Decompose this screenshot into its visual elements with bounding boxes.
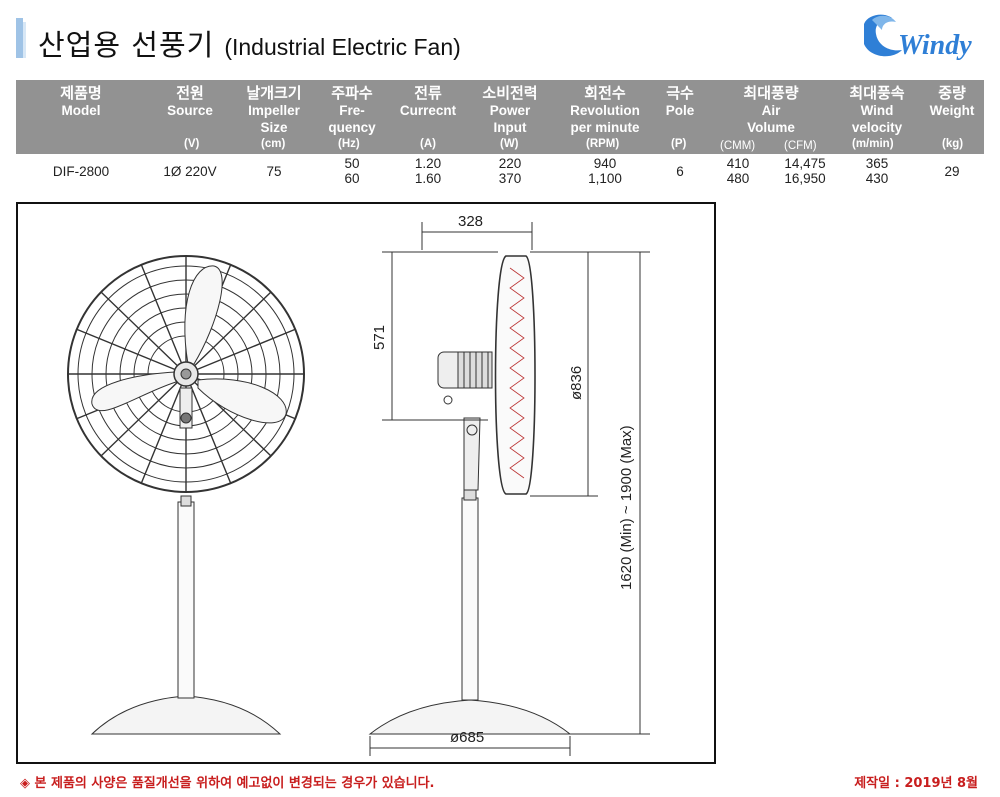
unit-impeller: (cm) [261,138,286,150]
logo-text: Windy [898,30,972,61]
cell-cmm-1: 410 [726,156,750,171]
cell-source: 1Ø 220V [163,164,217,179]
spec-change-notice: ◈ 본 제품의 사양은 품질개선을 위하여 예고없이 변경되는 경우가 있습니다… [20,776,435,791]
unit-frequency: (Hz) [338,138,360,150]
production-date: 제작일 : 2019년 8월 [854,776,978,791]
unit-rpm: (RPM) [586,138,620,150]
dim-base: ø685 [450,729,484,746]
cell-power-1: 220 [498,156,522,171]
dimension-lines [369,222,650,756]
cell-current-2: 1.60 [414,171,442,186]
cell-model: DIF-2800 [52,164,110,179]
unit-velocity: (m/min) [852,138,894,150]
unit-source: (V) [184,138,200,150]
title-accent-bar [16,18,23,58]
cell-velocity-1: 365 [865,156,889,171]
title-english: (Industrial Electric Fan) [224,34,461,60]
cell-impeller: 75 [266,164,282,179]
cell-frequency-2: 60 [344,171,360,186]
dim-depth: 328 [458,213,483,230]
unit-current: (A) [420,138,436,150]
fan-side-view [368,255,572,735]
cell-weight: 29 [944,164,960,179]
dim-overall-height: 1620 (Min) ~ 1900 (Max) [618,425,635,590]
unit-cfm: (CFM) [784,140,817,152]
cell-pole: 6 [676,164,684,179]
dim-head-height: 571 [371,325,388,350]
windy-logo: Windy [858,10,990,70]
cell-velocity-2: 430 [865,171,889,186]
unit-power: (W) [500,138,519,150]
cell-rpm-1: 940 [593,156,617,171]
cell-cmm-2: 480 [726,171,750,186]
cell-cfm-2: 16,950 [784,171,826,186]
technical-drawing: 328 571 ø836 1620 (Min) ~ 1900 (Max) ø68… [16,202,716,764]
cell-rpm-2: 1,100 [588,171,622,186]
unit-cmm: (CMM) [720,140,756,152]
col-frequency: 주파수 Fre-quency [328,84,376,135]
page-title: 산업용 선풍기 (Industrial Electric Fan) [38,22,461,64]
cell-current-1: 1.20 [414,156,442,171]
unit-weight: (kg) [942,138,964,150]
spec-table-row: DIF-2800 1Ø 220V 75 50 60 1.20 1.60 220 … [16,154,984,190]
dim-diameter: ø836 [568,366,585,400]
title-korean: 산업용 선풍기 [38,28,215,62]
unit-pole: (P) [671,138,687,150]
cell-frequency-1: 50 [344,156,360,171]
cell-cfm-1: 14,475 [784,156,826,171]
fan-front-view [67,255,305,735]
cell-power-2: 370 [498,171,522,186]
title-accent-bar-light [23,22,26,58]
